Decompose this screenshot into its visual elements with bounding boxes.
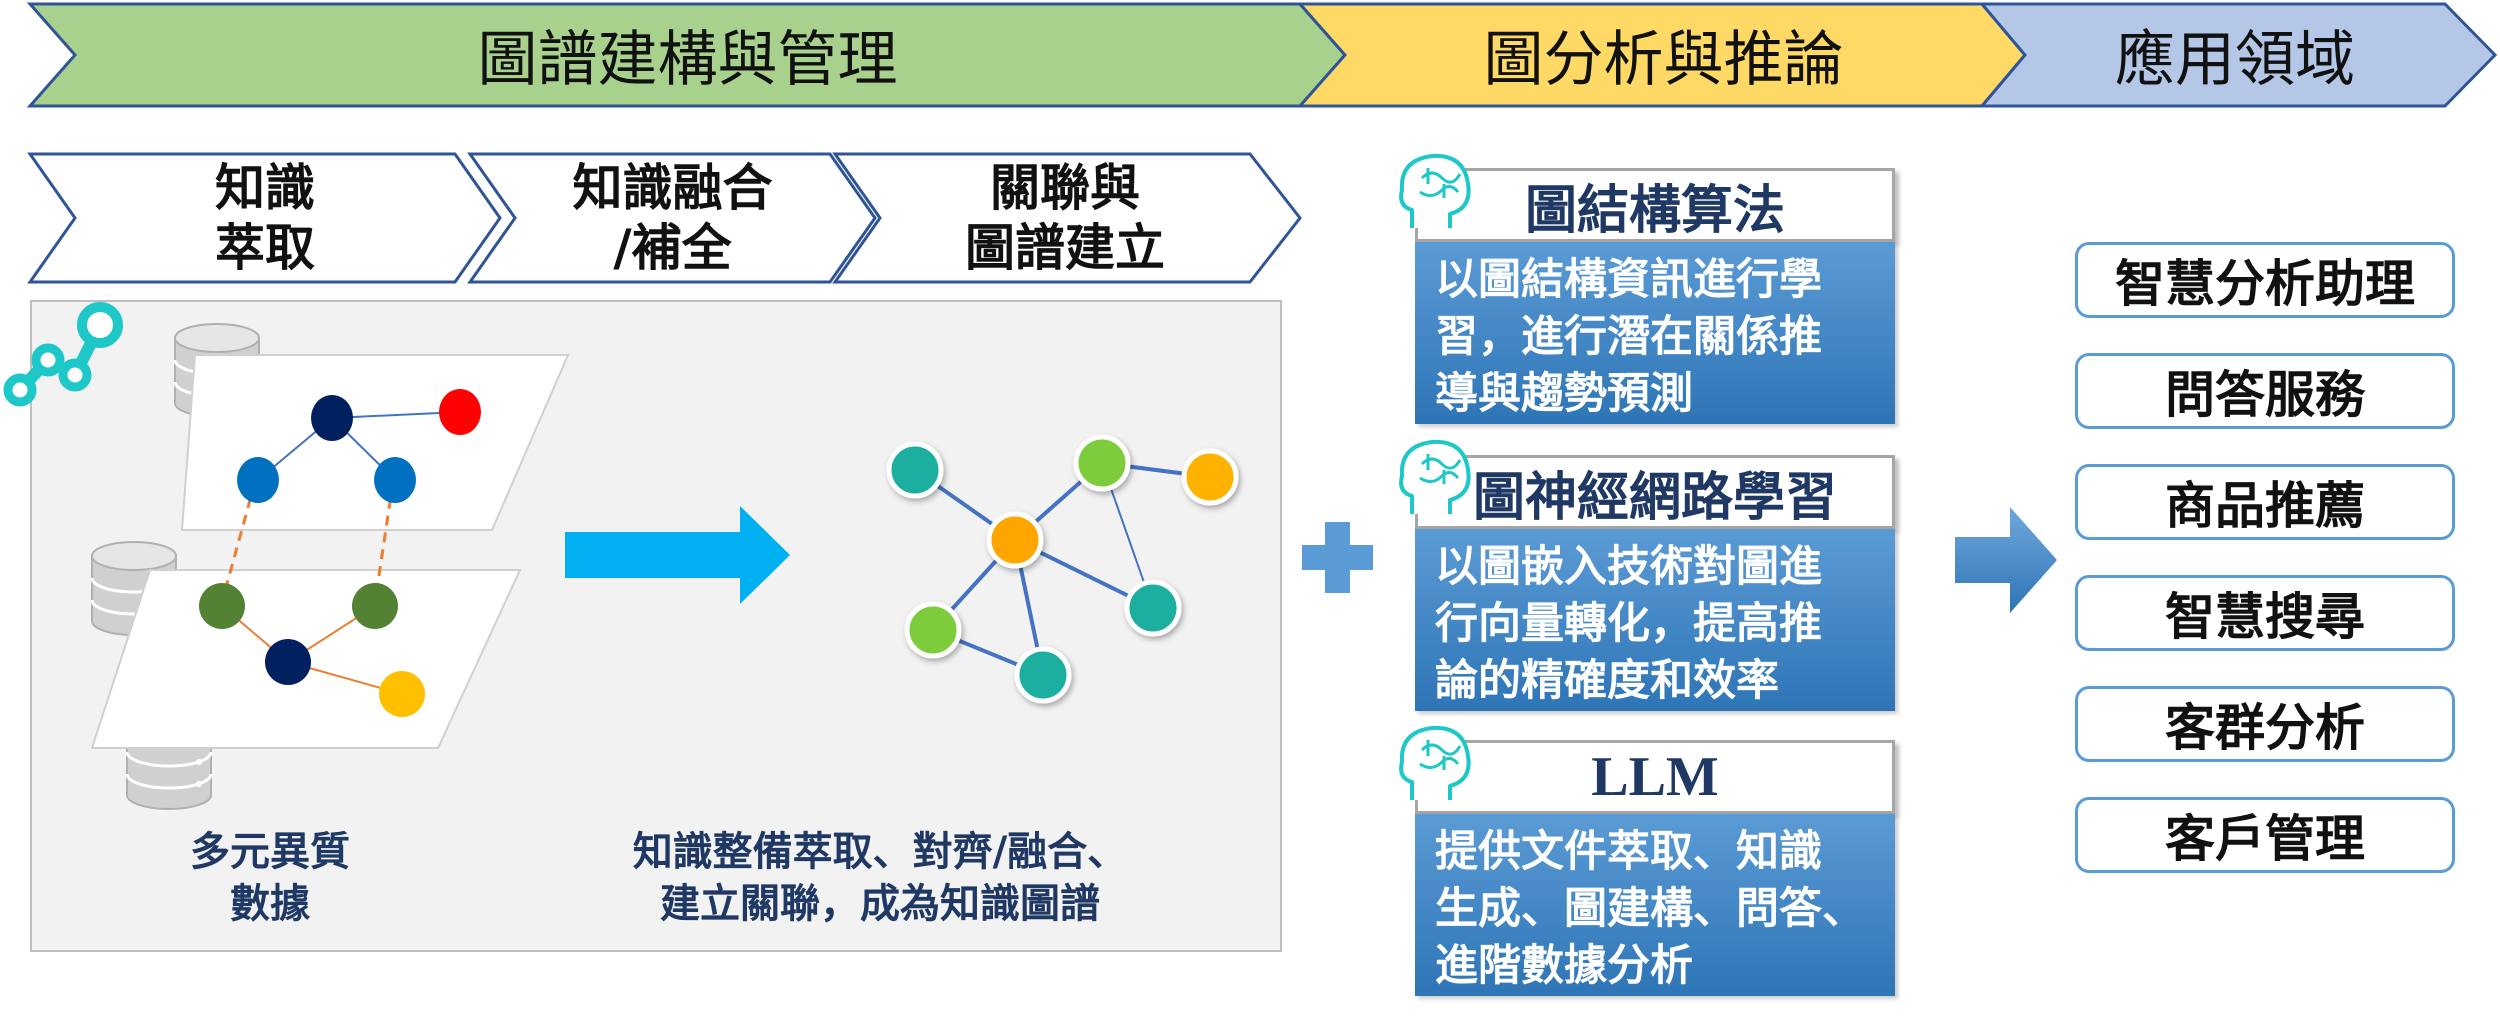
graph-node	[379, 671, 425, 717]
graph-node	[1073, 434, 1131, 492]
app-smart-assistant: 智慧分析助理	[2075, 242, 2455, 318]
graph-node	[1124, 579, 1182, 637]
algo-title-gnn: 圖神經網路學習	[1415, 455, 1895, 529]
right-arrow-icon	[1955, 507, 2057, 613]
phase-label-analysis: 圖分析與推論	[1483, 24, 1844, 95]
graph-node	[265, 639, 311, 685]
graph-node	[439, 389, 481, 435]
graph-node	[311, 395, 353, 441]
graph-node	[1014, 646, 1072, 704]
phase-label-apps: 應用領域	[2115, 24, 2355, 95]
algo-title-llm: LLM	[1415, 740, 1895, 814]
app-smart-search: 智慧搜尋	[2075, 575, 2455, 651]
algo-title-graph-structure: 圖結構算法	[1415, 168, 1895, 242]
step-chevron-fusion	[467, 152, 877, 284]
algo-desc-llm: 提供文件萃取、知識 生成、圖建構、問答、 進階數據分析	[1415, 814, 1895, 996]
caption-data-sources: 多元異質 數據	[190, 829, 350, 927]
step-label-extract: 知識 萃取	[215, 159, 315, 277]
graph-node	[886, 441, 944, 499]
algo-desc-gnn: 以圖嵌入技術對圖進 行向量轉化，提高推 論的精確度和效率	[1415, 529, 1895, 711]
graph-node	[986, 511, 1044, 569]
algo-desc-graph-structure: 以圖結構資訊進行學 習，進行潛在關係推 導與趨勢預測	[1415, 242, 1895, 424]
graph-node	[1181, 448, 1239, 506]
knowledge-graph-illustration	[886, 434, 1239, 704]
multi-source-illustration	[90, 323, 570, 810]
graph-logo-icon	[3, 302, 123, 407]
step-chevrons	[27, 152, 1302, 284]
phase-chevrons	[26, 2, 2498, 108]
graph-node	[237, 457, 279, 503]
step-label-fusion: 知識融合 /補全	[572, 159, 773, 277]
step-chevron-extract	[27, 152, 502, 284]
ai-head-icon	[1399, 153, 1471, 228]
app-product-recommendation: 商品推薦	[2075, 464, 2455, 540]
phase-chevron-apps	[1978, 2, 2498, 108]
transform-arrow-icon	[565, 506, 790, 604]
plus-icon	[1302, 522, 1373, 593]
caption-process: 知識整備萃取、對齊/融合、 建立關聯，成為知識圖譜	[632, 829, 1128, 927]
graph-node	[904, 601, 962, 659]
ai-head-icon	[1399, 725, 1471, 800]
phase-label-build: 圖譜建構與管理	[477, 24, 898, 95]
step-label-link: 關聯與 圖譜建立	[965, 159, 1165, 277]
app-customer-management: 客戶管理	[2075, 797, 2455, 873]
graph-node	[374, 457, 416, 503]
app-qa-service: 問答服務	[2075, 353, 2455, 429]
graph-node	[199, 583, 245, 629]
step-chevron-link	[832, 152, 1302, 284]
app-customer-segmentation: 客群分析	[2075, 686, 2455, 762]
top-graph-plane	[180, 354, 570, 531]
ai-head-icon	[1399, 439, 1471, 514]
graph-node	[352, 583, 398, 629]
